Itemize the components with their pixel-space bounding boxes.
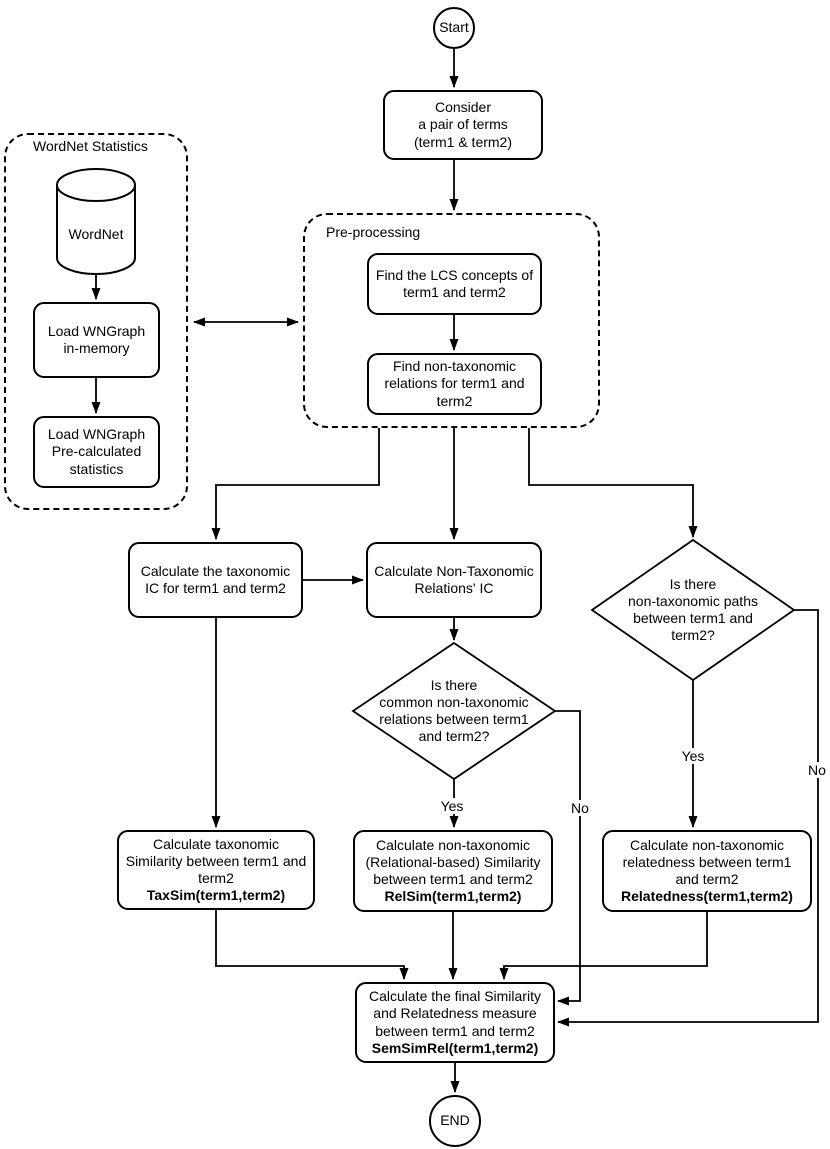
decision-nontaxonomic-paths-shape bbox=[590, 538, 796, 682]
relsim-label: Calculate non-taxonomic (Relational-base… bbox=[365, 836, 541, 887]
edge-relatedness-final bbox=[499, 912, 708, 980]
decision-nontaxonomic-paths-text: Is there non-taxonomic paths between ter… bbox=[628, 576, 758, 643]
semsimrel-final-formula: SemSimRel(term1,term2) bbox=[371, 1039, 539, 1056]
taxsim-label: Calculate taxonomic Similarity between t… bbox=[125, 835, 307, 886]
relsim-box: Calculate non-taxonomic (Relational-base… bbox=[353, 830, 553, 912]
edge-preprocessing-decisionpaths bbox=[528, 428, 698, 538]
decision-common-nontaxonomic-text: Is there common non-taxonomic relations … bbox=[379, 677, 529, 744]
find-lcs-label: Find the LCS concepts of term1 and term2 bbox=[375, 266, 534, 300]
end-label: END bbox=[440, 1112, 470, 1129]
consider-pair-box: Consider a pair of terms (term1 & term2) bbox=[383, 90, 543, 160]
wordnet-db-label: WordNet bbox=[68, 225, 124, 242]
decision-common-nontaxonomic-shape bbox=[351, 641, 557, 781]
load-wngraph-box: Load WNGraph in-memory bbox=[33, 302, 160, 378]
edge-label-paths-no: No bbox=[805, 762, 829, 778]
edge-decisioncommon-final-no bbox=[555, 710, 581, 1006]
semsimrel-final-label: Calculate the final Similarity and Relat… bbox=[369, 988, 541, 1039]
wordnet-statistics-group bbox=[4, 133, 188, 510]
wordnet-statistics-group-title: WordNet Statistics bbox=[33, 138, 148, 154]
load-precalculated-stats-box: Load WNGraph Pre-calculated statistics bbox=[33, 416, 160, 488]
find-nontaxonomic-relations-label: Find non-taxonomic relations for term1 a… bbox=[384, 358, 525, 409]
relatedness-formula: Relatedness(term1,term2) bbox=[621, 888, 793, 905]
start-terminator: Start bbox=[433, 7, 475, 49]
load-wngraph-label: Load WNGraph in-memory bbox=[47, 322, 146, 356]
edge-preprocessing-calctaxic bbox=[211, 428, 380, 540]
semsimrel-final-box: Calculate the final Similarity and Relat… bbox=[355, 982, 555, 1063]
preprocessing-group-title: Pre-processing bbox=[326, 224, 421, 240]
start-label: Start bbox=[439, 19, 469, 36]
relatedness-box: Calculate non-taxonomic relatedness betw… bbox=[602, 830, 812, 912]
calc-nontaxonomic-ic-box: Calculate Non-Taxonomic Relations' IC bbox=[366, 542, 542, 618]
preprocessing-group bbox=[303, 213, 600, 428]
edge-taxsim-final bbox=[215, 910, 409, 980]
wordnet-database-icon bbox=[56, 167, 136, 276]
consider-pair-label: Consider a pair of terms (term1 & term2) bbox=[413, 99, 512, 150]
load-precalculated-stats-label: Load WNGraph Pre-calculated statistics bbox=[47, 426, 146, 477]
taxsim-formula: TaxSim(term1,term2) bbox=[146, 887, 286, 904]
relsim-formula: RelSim(term1,term2) bbox=[384, 888, 522, 905]
edge-label-common-yes: Yes bbox=[437, 798, 467, 814]
find-nontaxonomic-relations-box: Find non-taxonomic relations for term1 a… bbox=[367, 353, 542, 415]
taxsim-box: Calculate taxonomic Similarity between t… bbox=[117, 830, 315, 910]
edge-label-paths-yes: Yes bbox=[678, 748, 708, 764]
calc-taxonomic-ic-box: Calculate the taxonomic IC for term1 and… bbox=[128, 542, 303, 618]
find-lcs-box: Find the LCS concepts of term1 and term2 bbox=[367, 253, 542, 315]
relatedness-label: Calculate non-taxonomic relatedness betw… bbox=[622, 836, 792, 887]
calc-nontaxonomic-ic-label: Calculate Non-Taxonomic Relations' IC bbox=[374, 562, 534, 596]
edge-label-common-no: No bbox=[568, 800, 592, 816]
calc-taxonomic-ic-label: Calculate the taxonomic IC for term1 and… bbox=[140, 562, 291, 596]
edge-decisionpaths-final-no bbox=[557, 609, 819, 1027]
end-terminator: END bbox=[429, 1095, 481, 1147]
